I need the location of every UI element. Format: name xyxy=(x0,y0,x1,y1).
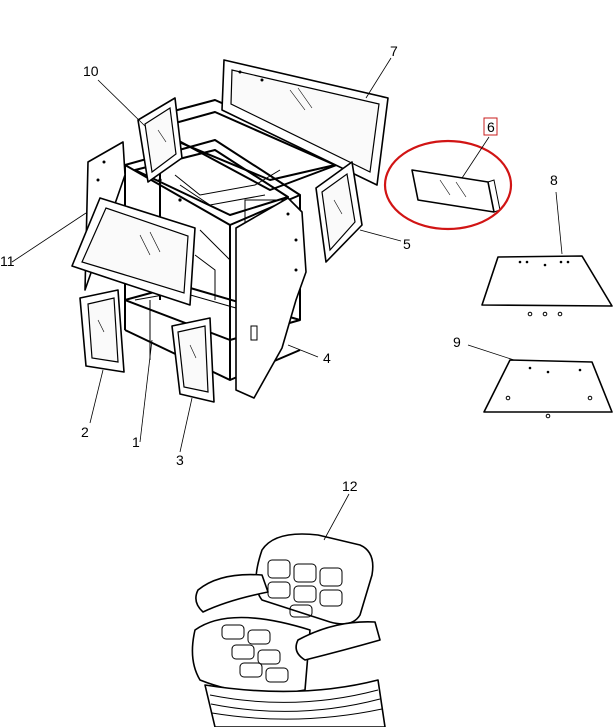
leader-lines xyxy=(11,57,563,541)
callout-3: 3 xyxy=(176,452,184,468)
callout-2: 2 xyxy=(81,424,89,440)
callout-8: 8 xyxy=(550,172,558,188)
part-7-roof-glass xyxy=(221,59,389,186)
callout-7: 7 xyxy=(390,43,398,59)
part-12-seat xyxy=(191,533,386,727)
highlight-ellipse xyxy=(383,139,513,231)
callout-12: 12 xyxy=(342,478,358,494)
part-4-right-door xyxy=(235,197,307,399)
part-5-side-window xyxy=(315,161,363,263)
callout-6: 6 xyxy=(487,119,495,135)
callout-labels: 1 2 3 4 5 6 7 8 9 10 11 12 xyxy=(0,43,558,494)
part-3-lower-center-window xyxy=(171,317,215,403)
callout-5: 5 xyxy=(403,236,411,252)
part-2-lower-left-window xyxy=(79,289,125,373)
part-11-front-window xyxy=(71,197,196,306)
callout-9: 9 xyxy=(453,334,461,350)
callout-1: 1 xyxy=(132,434,140,450)
callout-6-box xyxy=(483,117,498,136)
part-9-panel xyxy=(483,359,613,419)
callout-4: 4 xyxy=(323,350,331,366)
part-8-panel xyxy=(481,255,613,317)
callout-10: 10 xyxy=(83,63,99,79)
part-10-rear-upper-window xyxy=(137,97,183,183)
part-6-glass-panel xyxy=(411,169,501,213)
callout-11: 11 xyxy=(0,253,15,269)
